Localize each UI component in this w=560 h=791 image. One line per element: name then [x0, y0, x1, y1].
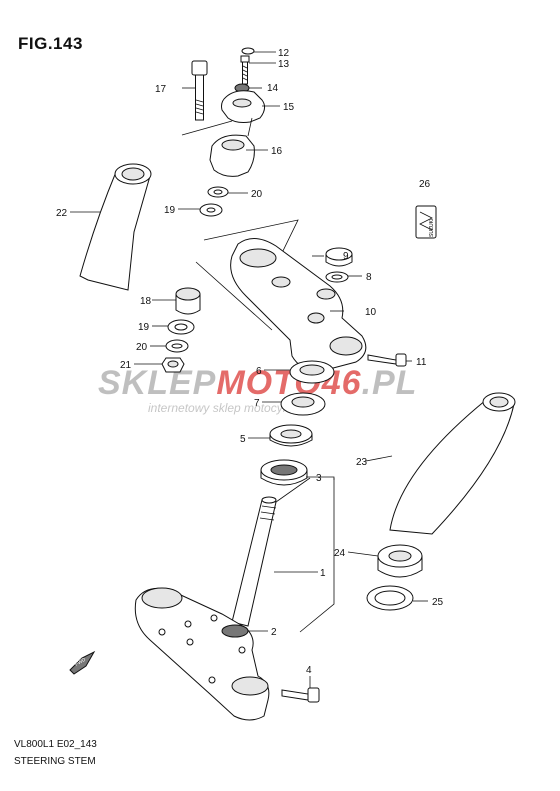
callout-10: 10	[365, 307, 377, 318]
part-5-race	[269, 424, 313, 447]
figure-title: FIG.143	[18, 34, 83, 53]
fwd-arrow-icon: FWD	[69, 650, 96, 675]
leader-lines	[70, 51, 428, 688]
callout-4: 4	[306, 665, 312, 676]
part-6-seal	[289, 360, 335, 384]
part-7-bearing	[280, 392, 326, 416]
callout-14: 14	[267, 83, 279, 94]
callout-20: 20	[251, 189, 263, 200]
callout-6: 6	[256, 366, 262, 377]
callout-22: 22	[56, 208, 68, 219]
part-24-nut	[377, 544, 423, 578]
callout-15: 15	[283, 102, 295, 113]
callout-9: 9	[343, 251, 349, 262]
callout-5: 5	[240, 434, 246, 445]
fwd-label: FWD	[74, 657, 87, 668]
part-23-fork-cover-right	[389, 399, 515, 535]
callout-3: 3	[316, 473, 322, 484]
part-4-bolt	[281, 687, 320, 703]
callout-11: 11	[416, 357, 427, 368]
part-12-cap	[241, 47, 255, 55]
part-13-bolt	[240, 55, 250, 85]
callout-24: 24	[334, 548, 346, 559]
callout-17: 17	[155, 84, 167, 95]
callout-2: 2	[271, 627, 277, 638]
emblem-text: SUZUKI	[429, 219, 435, 237]
svg-text:SKLEPMOTO46.PL: SKLEPMOTO46.PL	[98, 364, 417, 402]
watermark: SKLEPMOTO46.PL internetowy sklep motocyk…	[98, 364, 417, 415]
callout-25: 25	[432, 597, 444, 608]
watermark-brand-left: SKLEP	[98, 364, 216, 402]
callout-numbers: 12 13 14 15 16 17 20 19 22 26 9 8 18 10 …	[56, 48, 444, 676]
part-2-seal	[221, 624, 249, 638]
watermark-brand-tld: .PL	[362, 364, 418, 402]
callout-7: 7	[254, 398, 260, 409]
part-22-fork-cover-left	[79, 171, 151, 291]
callout-16: 16	[271, 146, 283, 157]
part-11-bolt	[367, 353, 407, 367]
watermark-tagline: internetowy sklep motocyklowy	[148, 401, 314, 415]
callout-20-lower: 20	[136, 342, 148, 353]
callout-23: 23	[356, 457, 368, 468]
part-25-washer	[366, 585, 414, 611]
part-1-steering-stem	[134, 496, 277, 721]
callout-26: 26	[419, 179, 431, 190]
part-3-bearing	[260, 459, 308, 486]
footer-title: STEERING STEM	[14, 756, 96, 767]
callout-21: 21	[120, 360, 132, 371]
callout-19: 19	[164, 205, 176, 216]
callout-12: 12	[278, 48, 290, 59]
callout-18: 18	[140, 296, 152, 307]
part-18-bushing	[175, 287, 201, 315]
part-26-suzuki-emblem: SUZUKI	[415, 205, 437, 239]
callout-1: 1	[320, 568, 326, 579]
part-17-long-bolt	[191, 60, 208, 121]
footer-model-code: VL800L1 E02_143	[14, 739, 97, 750]
callout-19-lower: 19	[138, 322, 150, 333]
part-10-upper-bracket	[230, 238, 367, 373]
callout-13: 13	[278, 59, 290, 70]
callout-8: 8	[366, 272, 372, 283]
